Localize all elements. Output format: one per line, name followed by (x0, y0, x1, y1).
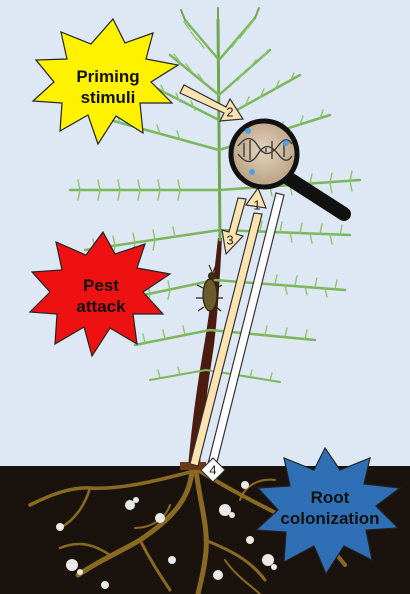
priming-label-line2: stimuli (81, 88, 136, 107)
root-label-line1: Root (311, 488, 350, 507)
step-1-number: 1 (253, 197, 260, 212)
pest-label-line1: Pest (83, 276, 119, 295)
step-4-number: 4 (209, 462, 216, 477)
priming-label-line1: Priming (76, 67, 139, 86)
root-label-line2: colonization (280, 509, 379, 528)
step-3-number: 3 (226, 232, 233, 247)
step-2-number: 2 (226, 104, 233, 119)
pest-label-line2: attack (76, 297, 126, 316)
